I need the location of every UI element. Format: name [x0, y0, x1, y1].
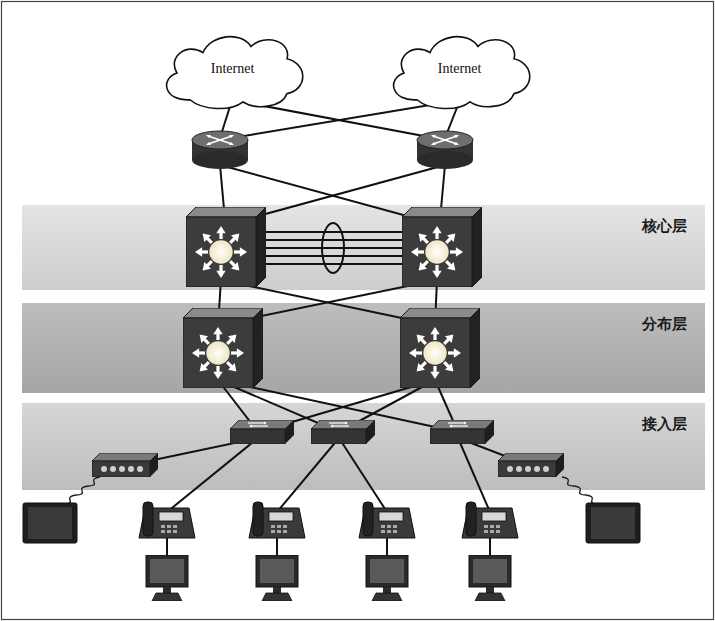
access-switch-icon — [311, 420, 375, 444]
etherchannel-ring — [322, 223, 344, 273]
access-point-icon — [498, 453, 564, 477]
router-icon — [192, 131, 248, 169]
internet-cloud: Internet — [382, 28, 537, 110]
wireless-link — [59, 477, 603, 508]
layer-band — [22, 303, 705, 393]
layer-label: 接入层 — [642, 415, 687, 434]
access-switch-icon — [230, 420, 294, 444]
internet-cloud: Internet — [155, 28, 310, 110]
layer-label: 核心层 — [642, 217, 687, 236]
ip-phone-icon — [249, 502, 305, 538]
layer-band: 核心层 — [22, 205, 705, 290]
layer-band — [22, 205, 705, 290]
core-switch-icon — [186, 207, 266, 287]
access-point-icon — [92, 453, 158, 477]
ip-phone-icon — [359, 502, 415, 538]
ip-phone-icon — [462, 502, 518, 538]
pc-icon — [256, 555, 298, 601]
pc-icon — [366, 555, 408, 601]
layer-band: 接入层 — [22, 403, 705, 490]
router-icon — [417, 131, 473, 169]
tablet-icon — [586, 503, 640, 543]
pc-icon — [146, 555, 188, 601]
cloud-label: Internet — [438, 61, 482, 77]
access-switch-icon — [430, 420, 494, 444]
layer-band: 分布层 — [22, 303, 705, 393]
core-switch-icon — [402, 207, 482, 287]
distribution-switch-icon — [183, 308, 263, 388]
distribution-switch-icon — [400, 308, 480, 388]
links — [125, 100, 531, 565]
tablet-icon — [23, 503, 77, 543]
pc-icon — [469, 555, 511, 601]
layer-label: 分布层 — [642, 315, 687, 334]
ip-phone-icon — [139, 502, 195, 538]
cloud-label: Internet — [211, 61, 255, 77]
